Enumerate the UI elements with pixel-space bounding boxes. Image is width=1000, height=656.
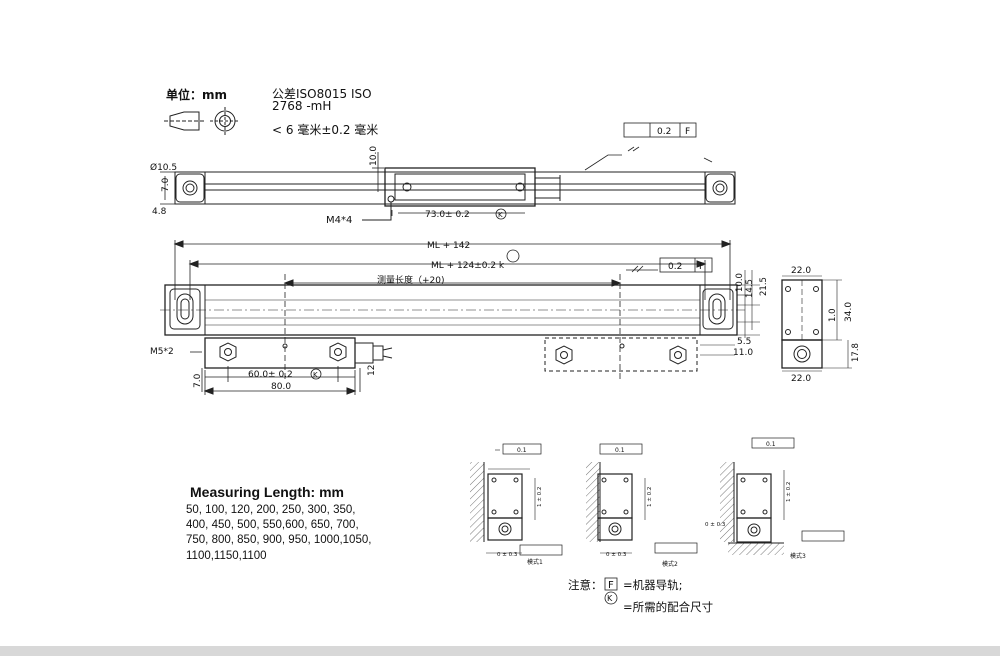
front-dim-11: 11.0 — [733, 348, 753, 358]
top-frame-value: 0.2 — [657, 127, 671, 137]
measuring-length-line-1: 50, 100, 120, 200, 250, 300, 350, — [186, 504, 356, 516]
tolerance-note: < 6 毫米±0.2 毫米 — [272, 123, 379, 137]
front-dim-10: 10.0 — [735, 273, 745, 292]
side-width-bottom: 22.0 — [791, 374, 811, 384]
top-k-symbol: K — [498, 211, 503, 219]
front-dim-80: 80.0 — [271, 382, 291, 392]
measuring-length-title: Measuring Length: mm — [190, 484, 345, 500]
f-symbol-box — [604, 577, 618, 591]
mount2-offset: 0 ± 0.3 — [606, 552, 627, 558]
top-dim-10: 10.0 — [369, 146, 379, 166]
measuring-length-line-4: 1100,1150,1100 — [186, 550, 267, 562]
thread-m4-label: M4*4 — [326, 215, 352, 226]
front-dim-14-5: 14.5 — [745, 279, 755, 298]
front-view — [160, 240, 760, 395]
top-dim-4-8: 4.8 — [152, 207, 167, 217]
top-view — [160, 122, 736, 221]
front-dim-7: 7.0 — [193, 373, 203, 388]
mount1-caption: 模式1 — [527, 558, 543, 566]
side-width-top: 22.0 — [791, 266, 811, 276]
ml-pitch-label: ML + 124±0.2 k — [431, 261, 505, 271]
mount3-frame: 0.1 — [766, 441, 776, 448]
projection-symbol-icon — [164, 107, 240, 135]
mount1-frame: 0.1 — [517, 447, 527, 454]
side-dim-17-8: 17.8 — [851, 343, 861, 362]
bottom-bar — [0, 646, 1000, 656]
mount2-frame: 0.1 — [615, 447, 625, 454]
measuring-length-line-3: 750, 800, 850, 900, 950, 1000,1050, — [186, 534, 372, 546]
front-frame-ref: F — [699, 262, 704, 272]
mount1-side-dim: 1 ± 0.2 — [537, 487, 543, 507]
mount2-caption: 模式2 — [662, 560, 678, 568]
note-f-meaning: =机器导轨; — [623, 578, 683, 592]
mount1-offset: 0 ± 0.3 — [497, 552, 518, 558]
note-k-meaning: =所需的配合尺寸 — [623, 600, 714, 614]
mount-diagram-2 — [586, 443, 698, 554]
top-dia-label: Ø10.5 — [150, 162, 177, 173]
front-dim-12: 12 — [367, 365, 377, 376]
mount3-side-dim: 1 ± 0.2 — [786, 482, 792, 502]
measuring-length-cn: 测量长度（+20) — [377, 274, 445, 286]
ml-total-label: ML + 142 — [427, 241, 470, 251]
note-prefix: 注意： — [568, 578, 603, 592]
mount3-caption: 模式3 — [790, 552, 806, 560]
front-dim-5-5: 5.5 — [737, 337, 751, 347]
k-symbol-circle — [604, 591, 618, 605]
front-dim-21-5: 21.5 — [759, 277, 769, 296]
side-dim-34: 34.0 — [844, 302, 854, 322]
front-frame-value: 0.2 — [668, 262, 682, 272]
thread-m5-label: M5*2 — [150, 347, 174, 357]
mount-diagram-3 — [720, 437, 845, 555]
mount3-offset: 0 ± 0.3 — [705, 522, 726, 528]
side-dim-1: 1.0 — [828, 308, 838, 322]
mount-diagram-1 — [470, 443, 563, 556]
tolerance-class: 2768 -mH — [272, 99, 332, 113]
top-frame-ref: F — [685, 127, 690, 137]
note-f-symbol: F — [608, 580, 614, 591]
unit-label: 单位：mm — [166, 88, 228, 102]
mount2-side-dim: 1 ± 0.2 — [647, 487, 653, 507]
note-k-symbol: K — [607, 594, 613, 603]
side-view — [781, 275, 852, 372]
measuring-length-line-2: 400, 450, 500, 550,600, 650, 700, — [186, 519, 359, 531]
top-dim-7: 7.0 — [161, 177, 171, 192]
tolerance-standard: 公差ISO8015 ISO — [272, 87, 372, 101]
top-dim-73: 73.0± 0.2 — [425, 210, 470, 220]
front-dim-60: 60.0± 0.2 — [248, 370, 293, 380]
front-k-symbol: K — [313, 371, 318, 379]
